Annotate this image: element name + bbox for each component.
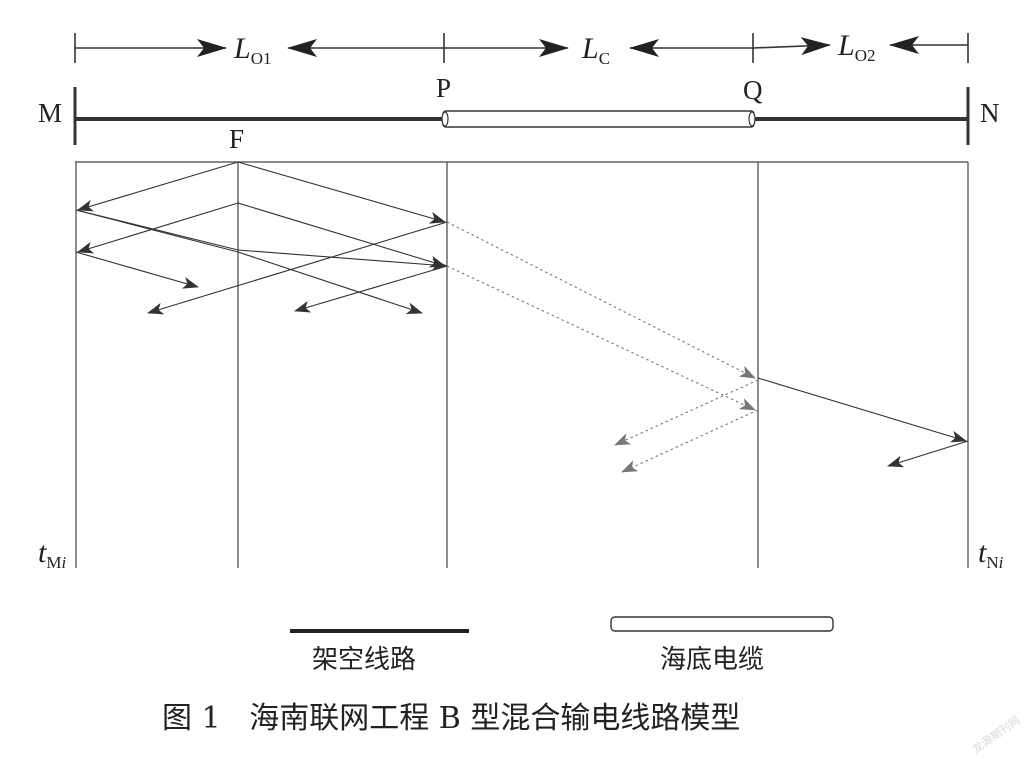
legend-overhead-label: 架空线路: [312, 645, 416, 675]
dimension-lines: [74, 33, 969, 63]
wave-paths-overhead: [75, 161, 448, 315]
wave-paths-far: [757, 377, 969, 468]
wave-f-to-p-1: [237, 161, 446, 224]
wave-m-reflect-2: [75, 251, 199, 289]
wave-f-to-p-2: [237, 202, 446, 268]
node-f: F: [229, 124, 244, 154]
wave-p-reflect-1: [147, 221, 448, 315]
node-q: Q: [743, 75, 763, 105]
wave-q-to-n: [757, 377, 967, 443]
wave-p-reflect-2: [294, 265, 448, 313]
cable-end-left: [441, 111, 449, 127]
wave-q-reflect-1: [614, 379, 759, 446]
submarine-cable: [442, 110, 755, 128]
legend-cable-label: 海底电缆: [660, 645, 764, 675]
time-label-m: tMi: [38, 536, 66, 572]
wave-f-to-m-1: [77, 161, 239, 212]
wave-m-to-p-1: [75, 209, 448, 271]
legend: 架空线路 海底电缆: [290, 616, 834, 675]
dimension-labels: LO1 LC LO2: [233, 29, 875, 68]
node-labels: M N P Q F: [38, 73, 1000, 154]
wave-p-to-q-1: [446, 221, 756, 379]
wave-q-reflect-2: [621, 409, 759, 473]
legend-cable-swatch: [610, 616, 834, 632]
transmission-line: [73, 87, 970, 145]
time-label-n: tNi: [978, 536, 1004, 572]
wave-m-reflect-1b: [237, 251, 423, 314]
cable-end-right: [748, 111, 756, 127]
watermark: 龙源期刊网: [969, 713, 1022, 756]
wave-p-to-q-2: [446, 265, 756, 411]
wave-f-to-m-2: [77, 202, 239, 254]
time-labels: tMi tNi: [38, 536, 1004, 572]
dim-arrow-lo2-right: [752, 37, 831, 56]
label-lo2: LO2: [837, 29, 875, 65]
wave-n-reflect: [887, 440, 969, 468]
node-m: M: [38, 98, 62, 128]
label-lo1: LO1: [233, 32, 271, 68]
figure-caption: 图 1 海南联网工程 B 型混合输电线路模型: [162, 701, 740, 736]
lattice-frame: [75, 161, 969, 568]
wave-m-reflect-1: [75, 209, 239, 253]
label-lc: LC: [581, 32, 610, 68]
node-n: N: [980, 98, 1000, 128]
node-p: P: [436, 73, 451, 103]
wave-paths-cable: [446, 221, 759, 473]
